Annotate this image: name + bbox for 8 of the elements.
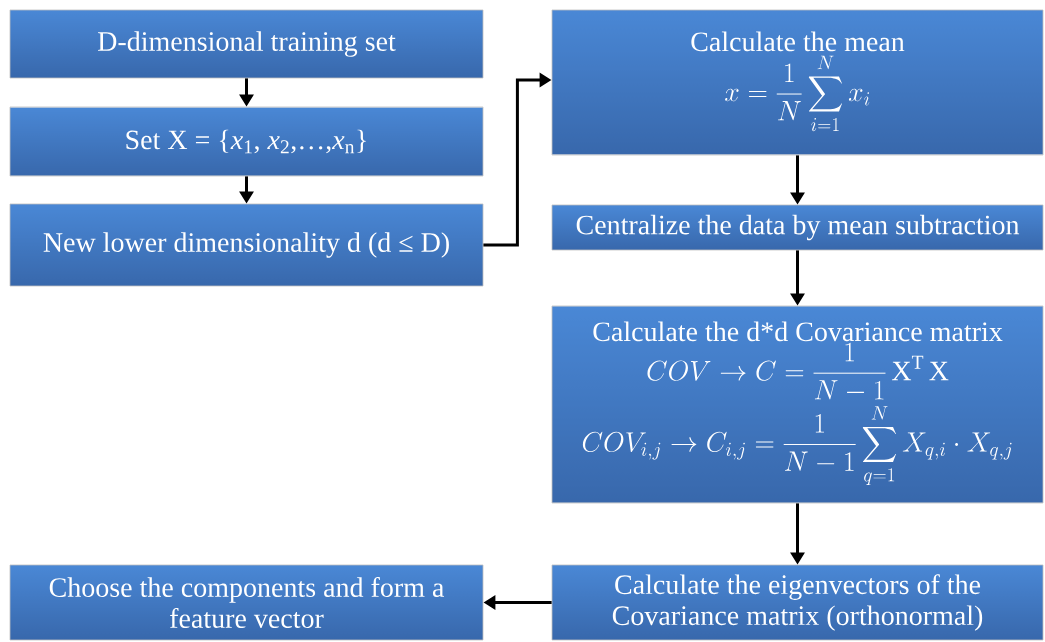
process-box: Calculate the mean $x = \frac{1}{N}\sum_{i=1}^{N} x_{i}$: [551, 9, 1044, 156]
process-box: Calculate the d*d Covariance matrix $COV \rightarrow C = \frac{1}{N-1}\,\mathrm{X}^{\mathrm{T}}\,\mathrm{X}$ $COV_{i,j} \rightarrow C_{i,j} = \frac{1}{N-1}\sum_{q=1}^{N} X_{q,i}\cdot X_{q,j}$: [551, 305, 1044, 504]
process-box: Calculate the eigenvectors of the Covariance matrix (orthonormal): [551, 564, 1044, 641]
process-box: New lower dimensionality d (d ≤ D): [9, 203, 484, 287]
process-box: Choose the components and form a feature vector: [9, 564, 484, 641]
process-box: Centralize the data by mean subtraction: [551, 204, 1044, 251]
process-box: Set X = {x$_{1}$, x$_{2}$,…,x$_{n}$}: [9, 106, 484, 177]
process-box: D-dimensional training set: [9, 9, 484, 79]
